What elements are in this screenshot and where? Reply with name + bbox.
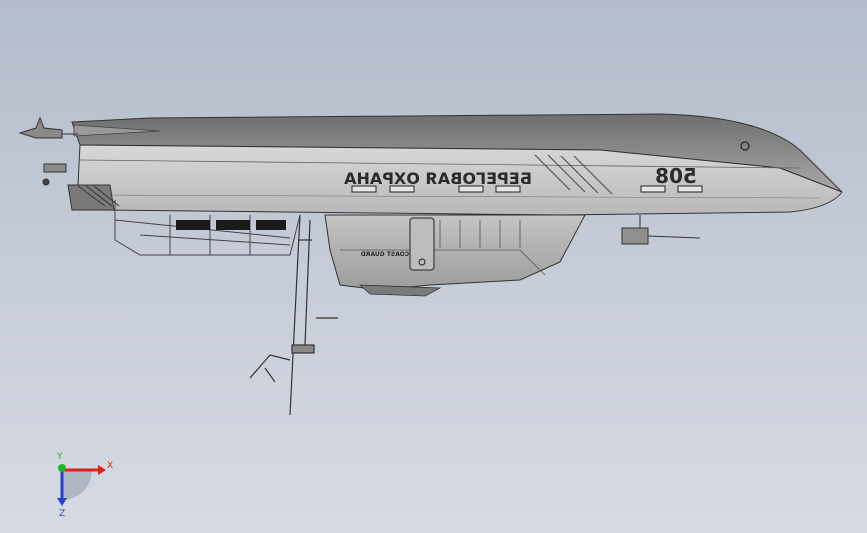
triad-z-label: Z <box>59 509 65 518</box>
bow-fitting <box>740 141 750 151</box>
aft-windows <box>176 220 286 230</box>
bow-gun <box>621 215 701 245</box>
hull-portholes <box>351 185 703 193</box>
superstructure-grille <box>439 220 521 248</box>
triad-y-label: Y <box>56 452 63 462</box>
hull-inscription: БЕРЕГОВАЯ ОХРАНА <box>343 169 531 188</box>
hull-stripes <box>534 154 613 195</box>
triad-x-label: X <box>107 461 113 471</box>
stern-wedge <box>73 124 161 137</box>
keel-fin <box>358 284 442 297</box>
hull-number: 508 <box>655 164 697 188</box>
superstructure-door <box>409 217 435 271</box>
main-mast <box>249 214 338 416</box>
coast-guard-label: COAST GUARD <box>361 251 409 258</box>
orientation-triad: X Y Z <box>56 452 113 518</box>
